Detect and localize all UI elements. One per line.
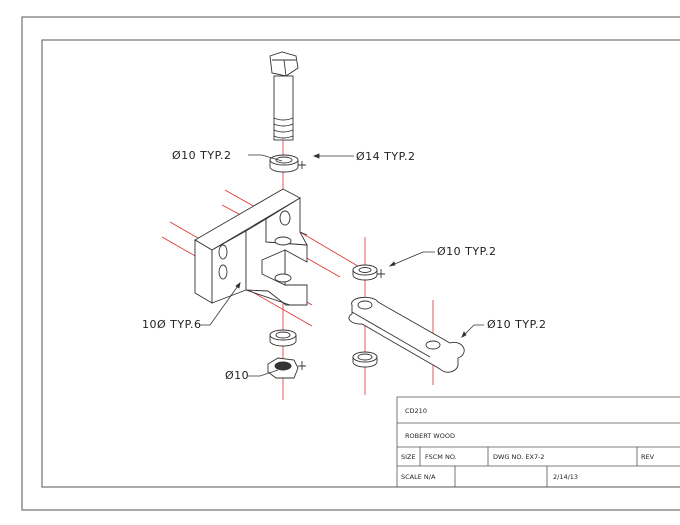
callout-nut: Ø10 <box>225 369 250 382</box>
hex-nut <box>267 357 306 379</box>
callout-bracket-holes: 10Ø TYP.6 <box>142 318 202 331</box>
washer-bottom <box>269 329 378 368</box>
title-company: CD210 <box>405 407 427 415</box>
outer-border <box>21 16 680 511</box>
callout-washer-mid: Ø10 TYP.2 <box>437 245 497 258</box>
bracket <box>194 188 308 306</box>
title-scale: SCALE N/A <box>401 473 436 481</box>
title-size-label: SIZE <box>401 453 416 461</box>
bolt <box>269 51 299 141</box>
washer-top <box>269 154 306 173</box>
title-date: 2/14/13 <box>553 473 579 481</box>
callout-washer-top-outer: Ø14 TYP.2 <box>356 150 416 163</box>
callout-washer-top-inner: Ø10 TYP.2 <box>172 149 232 162</box>
title-drawn-by: ROBERT WOOD <box>405 432 455 440</box>
title-block-lines <box>396 396 680 487</box>
title-dwg-no: DWG NO. EX7-2 <box>493 453 545 461</box>
washer-mid <box>352 264 385 281</box>
title-rev-label: REV <box>641 453 655 461</box>
callout-link-hole: Ø10 TYP.2 <box>487 318 547 331</box>
link-arm <box>348 296 465 373</box>
title-fscm-label: FSCM NO. <box>425 453 457 461</box>
leader-lines <box>200 153 484 377</box>
inner-border <box>41 39 680 488</box>
